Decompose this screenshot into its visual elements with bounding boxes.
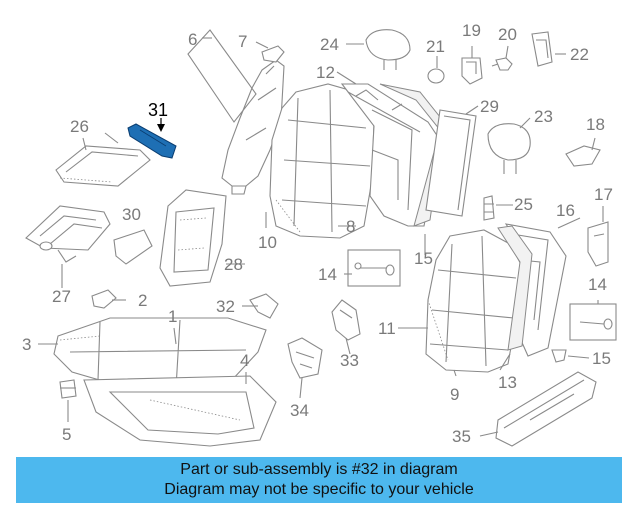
part-20-guide <box>461 57 483 85</box>
part-35-bracket <box>287 337 323 379</box>
callout-26: 25 <box>514 195 533 214</box>
part-21-bolt <box>491 57 513 71</box>
callout-14-a: 14 <box>318 265 337 284</box>
callout-30: 29 <box>480 97 499 116</box>
callout-17: 16 <box>556 201 575 220</box>
callout-3: 3 <box>22 335 31 354</box>
part-9-seatback-cushion <box>425 229 525 373</box>
info-banner: Part or sub-assembly is #32 in diagram D… <box>16 457 622 503</box>
callout-2: 2 <box>138 291 147 310</box>
callout-14-b: 14 <box>588 275 607 294</box>
callout-12: 12 <box>316 63 335 82</box>
part-32-highlighted-panel <box>127 123 177 159</box>
part-18-bracket <box>587 221 609 267</box>
part-6-side-bolster <box>221 59 285 195</box>
callout-22: 21 <box>426 37 445 56</box>
callout-28: 27 <box>52 287 71 306</box>
part-31-cover <box>113 229 153 265</box>
part-16-seatback-panel <box>379 83 445 227</box>
part-28-seat-bracket <box>25 205 111 263</box>
callout-6: 6 <box>188 30 197 49</box>
callout-27: 26 <box>70 117 89 136</box>
callout-18: 17 <box>594 185 613 204</box>
part-29-frame <box>159 189 227 287</box>
part-15-clip <box>551 349 567 363</box>
part-14-bolt-kit-b <box>569 303 617 341</box>
part-26-bushing <box>483 195 495 221</box>
parts-diagram: 6 7 24 12 21 19 20 22 29 23 18 25 17 16 … <box>22 21 617 447</box>
callout-15: 15 <box>592 349 611 368</box>
callout-13: 13 <box>498 373 517 392</box>
part-8-seatback-cushion <box>269 83 375 239</box>
part-30-back-board <box>425 109 477 217</box>
part-25-headrest <box>365 29 411 70</box>
callout-10: 10 <box>258 233 277 252</box>
part-34-bracket <box>331 299 361 341</box>
callout-16: 15 <box>414 249 433 268</box>
part-2-clip <box>91 289 117 309</box>
callout-21: 20 <box>498 25 517 44</box>
part-19-trim <box>565 145 601 167</box>
part-7-trim-clip <box>261 45 285 63</box>
leader-32 <box>157 118 165 132</box>
callout-29: 28 <box>224 255 243 274</box>
leader-lines <box>38 37 604 437</box>
part-36-long-trim <box>495 371 597 447</box>
callout-23: 22 <box>570 45 589 64</box>
callout-4: 4 <box>240 351 249 370</box>
part-27-pad <box>55 145 151 187</box>
callout-24: 23 <box>534 107 553 126</box>
part-23-bracket <box>531 31 553 67</box>
part-5-clip <box>59 379 77 399</box>
part-4-seat-frame <box>83 375 277 447</box>
part-1-seat-cushion <box>53 317 267 389</box>
part-13-frame-edge <box>497 225 533 351</box>
banner-line-1: Part or sub-assembly is #32 in diagram <box>180 461 458 478</box>
callout-36: 35 <box>452 427 471 446</box>
callout-35: 34 <box>290 401 309 420</box>
part-33-bracket <box>249 293 279 319</box>
callout-19: 18 <box>586 115 605 134</box>
callout-8: 8 <box>346 217 355 236</box>
callout-33: 32 <box>216 297 235 316</box>
part-12-seatback-frame <box>340 83 441 227</box>
part-24-headrest <box>487 123 531 174</box>
callout-9: 9 <box>450 385 459 404</box>
callout-11: 11 <box>378 319 396 338</box>
callout-32: 31 <box>148 100 168 120</box>
callout-20: 19 <box>462 21 481 40</box>
callout-34: 33 <box>340 351 359 370</box>
callout-7: 7 <box>238 32 247 51</box>
callout-5: 5 <box>62 425 71 444</box>
part-22-cap <box>427 68 445 84</box>
callout-1: 1 <box>168 307 177 326</box>
callout-labels: 6 7 24 12 21 19 20 22 29 23 18 25 17 16 … <box>22 21 613 446</box>
part-14-bolt-kit-a <box>347 249 401 287</box>
callout-31: 30 <box>122 205 141 224</box>
callout-25: 24 <box>320 35 339 54</box>
banner-line-2: Diagram may not be specific to your vehi… <box>164 481 474 498</box>
